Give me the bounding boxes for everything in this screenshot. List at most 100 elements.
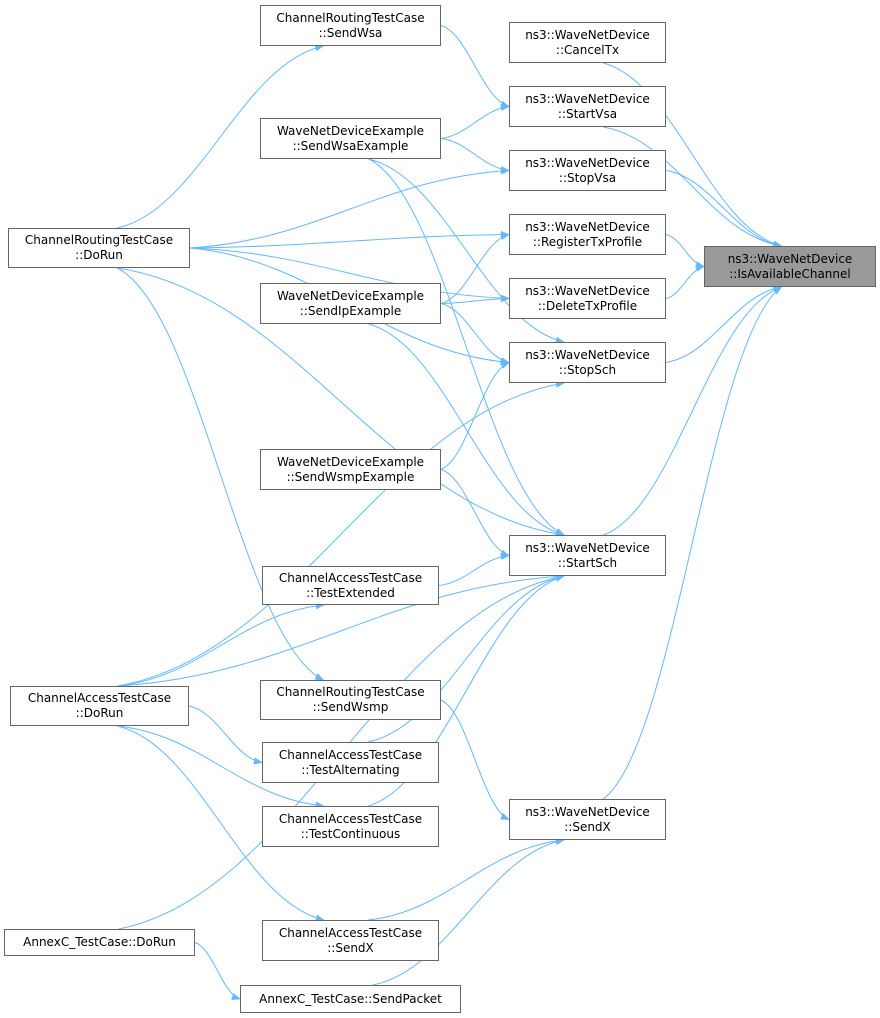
edge-cadorun-to-startsch: [117, 572, 565, 687]
node-cadorun[interactable]: ChannelAccessTestCase::DoRun: [10, 686, 189, 726]
edge-cadorun-to-testcont: [117, 725, 325, 809]
node-label: ns3::WaveNetDevice: [525, 27, 650, 42]
node-casendx[interactable]: ChannelAccessTestCase::SendX: [262, 920, 439, 961]
node-label: ::RegisterTxProfile: [532, 234, 643, 249]
node-testalt[interactable]: ChannelAccessTestCase::TestAlternating: [262, 742, 439, 783]
node-stopsch[interactable]: ns3::WaveNetDevice::StopSch: [509, 342, 666, 383]
edge-cadorun-to-stopsch: [117, 380, 565, 687]
node-label: ns3::WaveNetDevice: [525, 804, 650, 819]
node-label: ns3::WaveNetDevice: [525, 283, 650, 298]
edge-startvsa-to-isavail: [603, 126, 783, 249]
node-label: ::SendIpExample: [299, 303, 402, 318]
node-label: ChannelAccessTestCase: [278, 811, 423, 826]
edge-testalt-to-startsch: [368, 574, 565, 743]
node-label: ::SendWsa: [318, 25, 383, 40]
node-label: ::StopSch: [558, 362, 617, 377]
node-label: ::TestAlternating: [301, 762, 400, 777]
edge-sendipex-to-deltx: [440, 295, 510, 304]
node-label: ChannelAccessTestCase: [278, 747, 423, 762]
node-label: ns3::WaveNetDevice: [525, 347, 650, 362]
edge-crdorun-to-stopvsa: [189, 167, 510, 249]
edge-cadorun-to-testext: [117, 602, 325, 687]
node-label: ::SendWsaExample: [292, 138, 409, 153]
node-label: ::SendWsmpExample: [286, 469, 415, 484]
edge-annexdorun-to-sendpacket: [194, 942, 241, 1000]
node-annexdorun[interactable]: AnnexC_TestCase::DoRun: [4, 929, 195, 956]
node-sendwsaex[interactable]: WaveNetDeviceExample::SendWsaExample: [260, 118, 441, 159]
node-label: ::TestContinuous: [300, 826, 401, 841]
edge-sendwsmpex-to-startsch: [440, 469, 510, 557]
node-label: ::DoRun: [75, 248, 123, 262]
node-startvsa[interactable]: ns3::WaveNetDevice::StartVsa: [509, 86, 666, 127]
edge-sendwsaex-to-startvsa: [440, 103, 510, 139]
node-label: ChannelRoutingTestCase: [276, 10, 425, 25]
node-label: ChannelAccessTestCase: [27, 691, 172, 705]
node-label: ::DoRun: [75, 706, 124, 720]
node-label: ::DeleteTxProfile: [537, 298, 638, 313]
node-label: ::SendWsmp: [312, 700, 389, 714]
node-sendwsmpex[interactable]: WaveNetDeviceExample::SendWsmpExample: [260, 449, 441, 490]
node-startsch[interactable]: ns3::WaveNetDevice::StartSch: [509, 535, 666, 576]
node-label: WaveNetDeviceExample: [276, 123, 425, 138]
node-regtx[interactable]: ns3::WaveNetDevice::RegisterTxProfile: [509, 214, 666, 255]
node-label: ::SendX: [327, 940, 374, 955]
node-label: ChannelRoutingTestCase: [276, 685, 425, 699]
node-sendpacket[interactable]: AnnexC_TestCase::SendPacket: [240, 985, 461, 1013]
node-testcont[interactable]: ChannelAccessTestCase::TestContinuous: [262, 806, 439, 847]
edge-sendwsaex-to-stopvsa: [440, 138, 510, 174]
node-label: ::StopVsa: [558, 170, 617, 185]
node-label: ::SendX: [564, 819, 611, 834]
edge-crdorun-to-sendwsa: [117, 44, 325, 229]
edge-casendx-to-sendx: [368, 837, 565, 921]
node-label: ::StartVsa: [557, 106, 618, 121]
edge-sendwsmpex-to-stopsch: [440, 362, 510, 470]
edge-testext-to-startsch: [438, 552, 510, 586]
edge-sendipex-to-startsch: [368, 323, 565, 537]
edge-sendipex-to-stopsch: [440, 303, 510, 365]
node-label: ChannelRoutingTestCase: [24, 233, 174, 247]
edge-sendwsmp-to-sendx: [440, 699, 510, 820]
edge-stopvsa-to-isavail: [665, 170, 783, 249]
node-label: ns3::WaveNetDevice: [525, 91, 650, 106]
node-sendipex[interactable]: WaveNetDeviceExample::SendIpExample: [260, 283, 441, 324]
edge-testcont-to-startsch: [368, 574, 565, 807]
node-label: ns3::WaveNetDevice: [525, 540, 650, 555]
edge-canceltx-to-isavail: [603, 62, 783, 248]
edge-startsch-to-isavail: [603, 286, 783, 536]
node-label: ::StartSch: [557, 555, 618, 570]
edge-deltx-to-isavail: [665, 264, 705, 299]
node-label: WaveNetDeviceExample: [276, 288, 425, 303]
node-testext[interactable]: ChannelAccessTestCase::TestExtended: [262, 566, 439, 605]
edge-crdorun-to-startsch: [117, 267, 565, 538]
node-label: ::CancelTx: [555, 42, 620, 57]
node-isavail[interactable]: ns3::WaveNetDevice::IsAvailableChannel: [704, 246, 876, 287]
node-label: ::IsAvailableChannel: [729, 266, 851, 281]
node-label: AnnexC_TestCase::DoRun: [23, 935, 176, 949]
node-deltx[interactable]: ns3::WaveNetDevice::DeleteTxProfile: [509, 278, 666, 319]
edge-cadorun-to-testalt: [188, 705, 263, 765]
node-sendwsa[interactable]: ChannelRoutingTestCase::SendWsa: [260, 5, 441, 46]
node-label: ns3::WaveNetDevice: [525, 219, 650, 234]
node-sendwsmp[interactable]: ChannelRoutingTestCase::SendWsmp: [260, 680, 441, 720]
edge-stopsch-to-isavail: [665, 284, 783, 363]
node-canceltx[interactable]: ns3::WaveNetDevice::CancelTx: [509, 22, 666, 63]
edge-sendpacket-to-sendx: [372, 837, 565, 986]
node-label: AnnexC_TestCase::SendPacket: [259, 991, 442, 1006]
node-label: ChannelAccessTestCase: [278, 570, 423, 585]
node-label: ChannelAccessTestCase: [278, 925, 423, 940]
node-label: ns3::WaveNetDevice: [727, 251, 853, 266]
node-sendx[interactable]: ns3::WaveNetDevice::SendX: [509, 799, 666, 840]
edge-crdorun-to-deltx: [189, 247, 510, 302]
edge-sendwsaex-to-stopsch: [368, 158, 565, 344]
edge-sendwsa-to-startvsa: [440, 25, 510, 108]
node-label: WaveNetDeviceExample: [276, 454, 425, 469]
edge-regtx-to-isavail: [665, 234, 705, 269]
node-stopvsa[interactable]: ns3::WaveNetDevice::StopVsa: [509, 150, 666, 191]
edge-sendwsaex-to-startsch: [368, 158, 565, 536]
node-label: ns3::WaveNetDevice: [525, 155, 650, 170]
edge-sendx-to-isavail: [602, 286, 783, 800]
edge-crdorun-to-regtx: [189, 230, 510, 249]
node-crdorun[interactable]: ChannelRoutingTestCase::DoRun: [8, 228, 190, 268]
node-label: ::TestExtended: [306, 585, 395, 600]
